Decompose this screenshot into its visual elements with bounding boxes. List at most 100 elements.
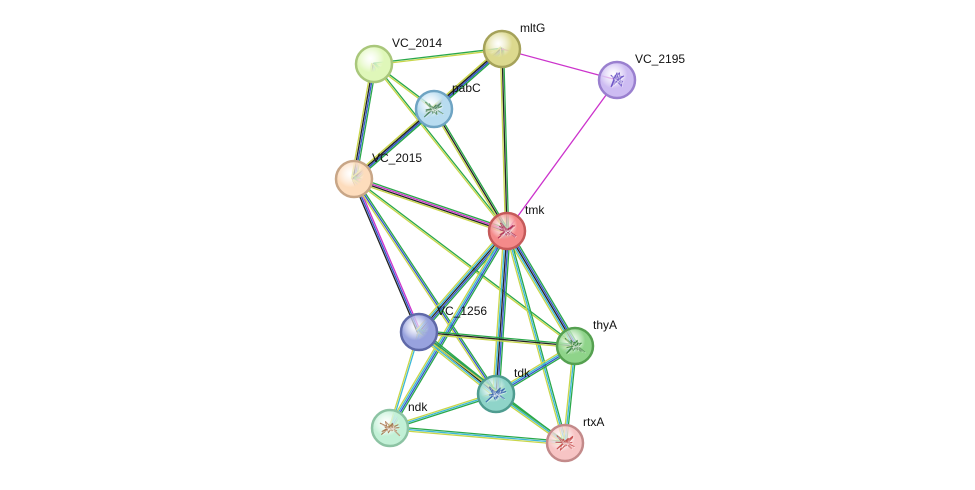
node-label-tdk: tdk — [514, 366, 531, 380]
edge-strand — [415, 228, 506, 331]
node-tdk[interactable] — [476, 374, 516, 414]
edge-strand — [507, 229, 568, 444]
edge-strand — [502, 48, 510, 232]
node-label-tmk: tmk — [525, 203, 545, 217]
edge-VC_1256-thyA — [418, 329, 576, 349]
protein-structure-icon — [485, 386, 507, 403]
protein-structure-icon — [610, 72, 625, 88]
edge-VC_2015-VC_1256 — [351, 177, 422, 334]
edge-VC_2014-tmk — [372, 62, 509, 233]
labels-layer: VC_2014mltGVC_2195pabCVC_2015tmkVC_1256t… — [372, 21, 685, 429]
edge-strand — [354, 63, 376, 180]
node-label-VC_2015: VC_2015 — [372, 151, 422, 165]
node-pabC[interactable] — [414, 89, 454, 129]
edge-strand — [434, 107, 510, 231]
edge-strand — [353, 177, 577, 347]
edge-strand — [431, 109, 507, 233]
edge-strand — [499, 48, 507, 232]
edge-strand — [354, 177, 498, 394]
edge-strand — [352, 63, 374, 180]
edge-strand — [354, 176, 509, 230]
node-VC_2195[interactable] — [597, 60, 637, 100]
edge-strand — [501, 48, 618, 81]
edge-strand — [373, 49, 503, 66]
edge-tmk-tdk — [492, 230, 511, 395]
edge-strand — [493, 230, 507, 395]
edge-VC_2015-tdk — [352, 177, 498, 396]
node-label-thyA: thyA — [593, 318, 617, 332]
edge-strand — [373, 47, 503, 64]
node-mltG[interactable] — [482, 29, 522, 69]
edge-mltG-VC_2195 — [501, 48, 618, 81]
edge-strand — [501, 48, 508, 232]
edge-strand — [506, 230, 566, 444]
node-VC_1256[interactable] — [399, 312, 439, 352]
edge-tmk-rtxA — [504, 229, 568, 445]
edge-VC_2195-tmk — [506, 79, 618, 232]
edge-strand — [504, 231, 575, 348]
edge-strand — [389, 428, 566, 446]
node-label-VC_1256: VC_1256 — [437, 304, 487, 318]
edge-strand — [353, 177, 508, 231]
edge-VC_2015-thyA — [352, 177, 577, 348]
protein-structure-icon — [424, 101, 445, 118]
edge-strand — [351, 178, 419, 334]
node-label-mltG: mltG — [520, 21, 545, 35]
nodes-layer — [334, 29, 637, 463]
edge-strand — [507, 229, 578, 346]
node-label-rtxA: rtxA — [583, 415, 604, 429]
node-rtxA[interactable] — [545, 423, 585, 463]
edge-strand — [388, 229, 507, 429]
edge-strand — [352, 178, 576, 348]
node-ndk[interactable] — [370, 408, 410, 448]
edge-strand — [496, 230, 510, 395]
edge-strand — [495, 230, 508, 395]
node-label-VC_2014: VC_2014 — [392, 36, 442, 50]
edge-VC_2014-VC_2015 — [350, 62, 378, 181]
protein-structure-icon — [497, 222, 518, 240]
edge-strand — [389, 427, 566, 444]
edge-strand — [373, 62, 509, 232]
edge-strand — [387, 229, 506, 428]
edge-strand — [417, 229, 507, 332]
edge-strand — [506, 230, 576, 347]
edge-strand — [503, 231, 573, 349]
node-circle[interactable] — [482, 29, 522, 69]
edge-strand — [353, 179, 508, 233]
edge-mltG-tmk — [499, 48, 510, 232]
node-circle[interactable] — [354, 44, 394, 84]
protein-structure-icon — [379, 421, 402, 438]
edge-strand — [372, 63, 508, 233]
edge-strand — [391, 231, 510, 430]
node-circle[interactable] — [399, 312, 439, 352]
node-VC_2014[interactable] — [354, 44, 394, 84]
edge-tmk-ndk — [387, 229, 510, 430]
node-VC_2015[interactable] — [334, 159, 374, 199]
edge-strand — [509, 228, 579, 346]
edge-tmk-thyA — [503, 228, 579, 349]
edge-strand — [506, 79, 618, 232]
edge-ndk-rtxA — [389, 425, 566, 446]
edge-pabC-tmk — [431, 107, 510, 233]
protein-structure-icon — [555, 435, 576, 452]
edge-strand — [353, 178, 420, 333]
edge-strand — [418, 331, 576, 347]
protein-structure-icon — [564, 338, 586, 355]
edge-strand — [418, 230, 508, 333]
node-label-pabC: pabC — [452, 81, 481, 95]
edge-strand — [354, 177, 422, 333]
edge-strand — [418, 332, 576, 349]
edge-strand — [352, 179, 496, 396]
edge-strand — [418, 329, 576, 346]
edge-strand — [504, 230, 565, 445]
edge-strand — [355, 63, 378, 181]
edge-strand — [353, 178, 497, 395]
node-thyA[interactable] — [555, 326, 595, 366]
edge-strand — [352, 180, 507, 234]
edge-strand — [390, 230, 509, 430]
edge-strand — [433, 108, 508, 232]
node-label-ndk: ndk — [408, 400, 428, 414]
node-tmk[interactable] — [487, 211, 527, 251]
node-circle[interactable] — [334, 159, 374, 199]
